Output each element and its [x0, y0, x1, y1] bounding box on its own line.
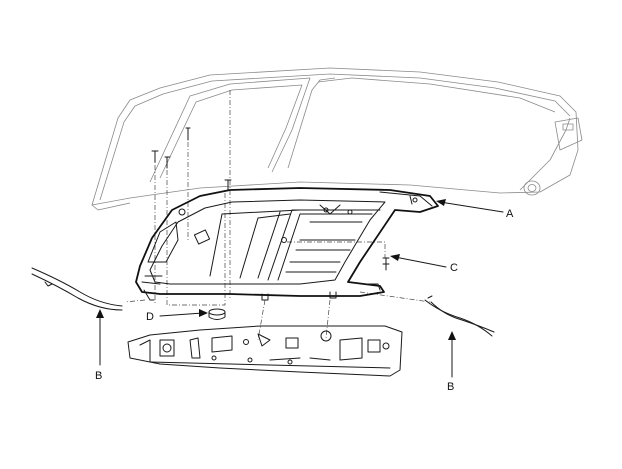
arrow-b-left-icon	[96, 309, 104, 318]
arrow-b-right-icon	[448, 331, 456, 340]
callout-leaders	[96, 199, 504, 378]
label-c: C	[450, 262, 458, 274]
label-b-right: B	[447, 381, 454, 393]
part-c-bolt	[382, 257, 390, 271]
alignment-lines	[124, 90, 431, 341]
part-d-grommet	[208, 308, 226, 320]
roof-panel	[91, 67, 583, 211]
arrow-a-icon	[436, 199, 446, 206]
sunroof-frame	[135, 187, 439, 301]
drain-hose-left	[31, 267, 123, 311]
label-b-left: B	[95, 370, 102, 382]
label-d: D	[146, 311, 154, 323]
front-header-bracket	[127, 325, 403, 377]
drain-hose-right	[424, 295, 495, 337]
arrow-d-icon	[199, 309, 208, 317]
arrow-c-icon	[390, 254, 400, 261]
label-a: A	[506, 208, 514, 220]
mounting-bolts	[151, 127, 232, 191]
